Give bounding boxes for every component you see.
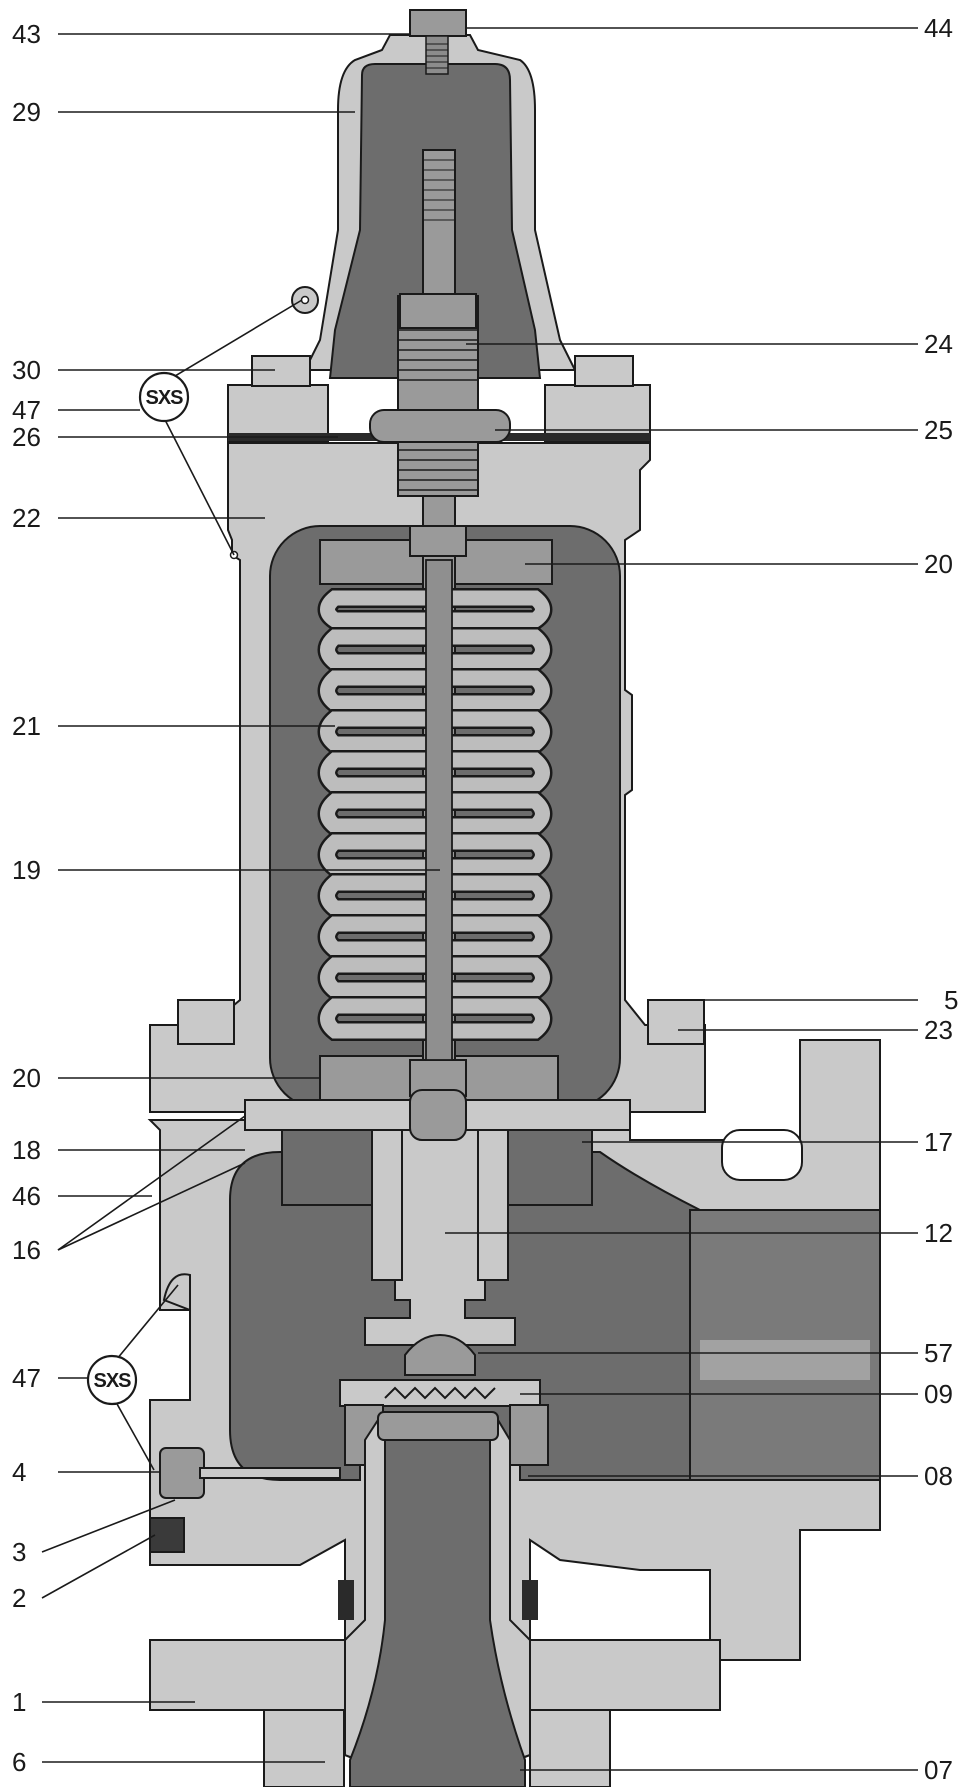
- callout-6: 6: [12, 1747, 26, 1777]
- sxs-badge-lower: SXS: [86, 1354, 138, 1406]
- callout-57: 57: [924, 1338, 953, 1368]
- lock-nut: [369, 409, 511, 443]
- callout-44: 44: [924, 13, 953, 43]
- callout-19: 19: [12, 855, 41, 885]
- callout-3: 3: [12, 1537, 26, 1567]
- adjusting-ring-right: [509, 1404, 549, 1466]
- adjusting-screw-head-nut: [399, 293, 477, 329]
- callout-08: 08: [924, 1461, 953, 1491]
- callout-12: 12: [924, 1218, 953, 1248]
- callout-43: 43: [12, 19, 41, 49]
- spindle-threads: [423, 159, 455, 221]
- disc-holder: [404, 1333, 476, 1376]
- guide-bore-right: [477, 1129, 509, 1281]
- callout-1: 1: [12, 1687, 26, 1717]
- lock-screw-body: [159, 1447, 205, 1499]
- nozzle-bore: [349, 1439, 526, 1787]
- lower-bolt-right-nut: [647, 999, 705, 1045]
- callout-26: 26: [12, 422, 41, 452]
- lower-bolt-left-nut: [177, 999, 235, 1045]
- cap-screw-threads: [426, 43, 448, 69]
- sxs-badge-upper: SXS: [138, 371, 190, 423]
- callout-47-lower: 47: [12, 1363, 41, 1393]
- spring: [317, 588, 553, 1041]
- cap-screw: [425, 35, 449, 75]
- guide-bore-left: [371, 1129, 403, 1281]
- spindle-front: [425, 559, 453, 1061]
- inlet-neck-right: [529, 1709, 611, 1787]
- outlet-flange-slot: [721, 1129, 803, 1181]
- callout-16: 16: [12, 1235, 41, 1265]
- flange-bolt-left: [251, 355, 311, 387]
- callout-47-upper: 47: [12, 395, 41, 425]
- spindle-ball-joint: [409, 1089, 467, 1141]
- leader-lines: [41, 27, 918, 1771]
- callout-23: 23: [924, 1015, 953, 1045]
- callout-09: 09: [924, 1379, 953, 1409]
- callout-17: 17: [924, 1127, 953, 1157]
- left-callout-labels: 43 29 30 47 26 22 21 19 20 18 46 16 47 4…: [12, 19, 41, 1777]
- callout-46: 46: [12, 1181, 41, 1211]
- sxs-badge-lower-text: SXS: [93, 1370, 131, 1392]
- right-callout-labels: 44 24 25 20 5 23 17 12 57 09 08 07: [924, 13, 958, 1785]
- lock-screw-nut: [149, 1517, 185, 1553]
- sxs-lug-top-hole: [300, 295, 310, 305]
- callout-22: 22: [12, 503, 41, 533]
- cap-nut: [409, 9, 467, 37]
- outlet-bore-highlight: [700, 1340, 870, 1380]
- spindle-collar: [409, 525, 467, 557]
- upper-flange-right: [544, 384, 651, 442]
- nozzle-seat: [377, 1411, 499, 1441]
- callout-29: 29: [12, 97, 41, 127]
- callout-20-lower: 20: [12, 1063, 41, 1093]
- disc-serration: [384, 1386, 496, 1400]
- nozzle-flange-slot-right: [522, 1580, 538, 1620]
- nozzle-flange-slot-left: [338, 1580, 354, 1620]
- callout-24: 24: [924, 329, 953, 359]
- callout-25: 25: [924, 415, 953, 445]
- sxs-badge-upper-text: SXS: [145, 387, 183, 409]
- callout-18: 18: [12, 1135, 41, 1165]
- callout-30: 30: [12, 355, 41, 385]
- sxs-lug-lower: [162, 1273, 191, 1312]
- adjusting-screw-threads: [398, 329, 478, 491]
- callout-20-upper: 20: [924, 549, 953, 579]
- flange-bolt-right: [574, 355, 634, 387]
- upper-flange-left: [227, 384, 329, 442]
- callout-4: 4: [12, 1457, 26, 1487]
- inlet-neck-left: [263, 1709, 345, 1787]
- lock-screw-pin: [199, 1467, 341, 1479]
- callout-2: 2: [12, 1583, 26, 1613]
- callout-07: 07: [924, 1755, 953, 1785]
- callout-21: 21: [12, 711, 41, 741]
- callout-5: 5: [944, 985, 958, 1015]
